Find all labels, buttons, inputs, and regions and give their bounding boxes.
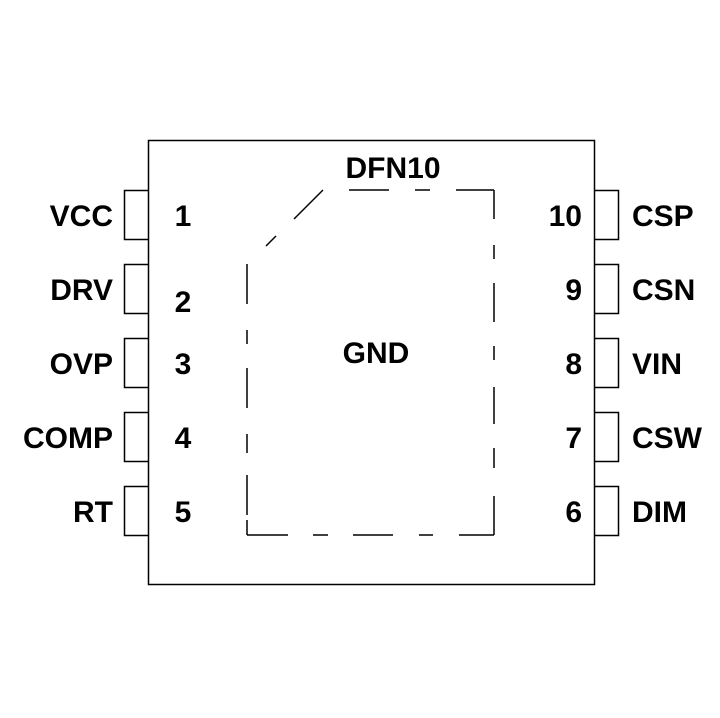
package-name-label: DFN10: [345, 152, 440, 185]
pin-pad: [123, 485, 149, 537]
pin-number: 1: [175, 200, 192, 233]
pin-number: 4: [175, 422, 192, 455]
pin-number: 3: [175, 348, 192, 381]
pin-name: CSP: [632, 200, 694, 233]
pin-pad: [123, 337, 149, 389]
pin-pad: [123, 189, 149, 241]
pin-pad: [594, 189, 620, 241]
pin-2: 2 DRV: [50, 263, 192, 319]
pin-name: VCC: [50, 200, 113, 233]
pin-4: 4 COMP: [23, 411, 192, 463]
pin-pad: [123, 411, 149, 463]
exposed-pad-label: GND: [343, 337, 410, 370]
pin-pad: [594, 337, 620, 389]
pin-3: 3 OVP: [50, 337, 192, 389]
pin-name: DRV: [50, 274, 113, 307]
pin-pad: [594, 411, 620, 463]
pin-pad: [594, 263, 620, 315]
pin-name: VIN: [632, 348, 682, 381]
pin-10: 10 CSP: [549, 189, 694, 241]
pin-7: 7 CSW: [565, 411, 703, 463]
pin-name: DIM: [632, 496, 687, 529]
pin-name: CSN: [632, 274, 695, 307]
pin-number: 2: [175, 286, 192, 319]
pin-number: 10: [549, 200, 582, 233]
pin-1: 1 VCC: [50, 189, 192, 241]
pin-9: 9 CSN: [565, 263, 695, 315]
exposed-pad-outline: [246, 189, 495, 536]
pin-name: RT: [73, 496, 113, 529]
pin-pad: [594, 485, 620, 537]
pin-number: 6: [565, 496, 582, 529]
pin-5: 5 RT: [73, 485, 192, 537]
pin-name: OVP: [50, 348, 113, 381]
pin-number: 7: [565, 422, 582, 455]
pin-6: 6 DIM: [565, 485, 687, 537]
pin-8: 8 VIN: [565, 337, 682, 389]
pin-number: 5: [175, 496, 192, 529]
pin-number: 9: [565, 274, 582, 307]
pin-name: CSW: [632, 422, 703, 455]
package-body: [147, 139, 596, 586]
pin-number: 8: [565, 348, 582, 381]
pin-name: COMP: [23, 422, 113, 455]
pin-pad: [123, 263, 149, 315]
